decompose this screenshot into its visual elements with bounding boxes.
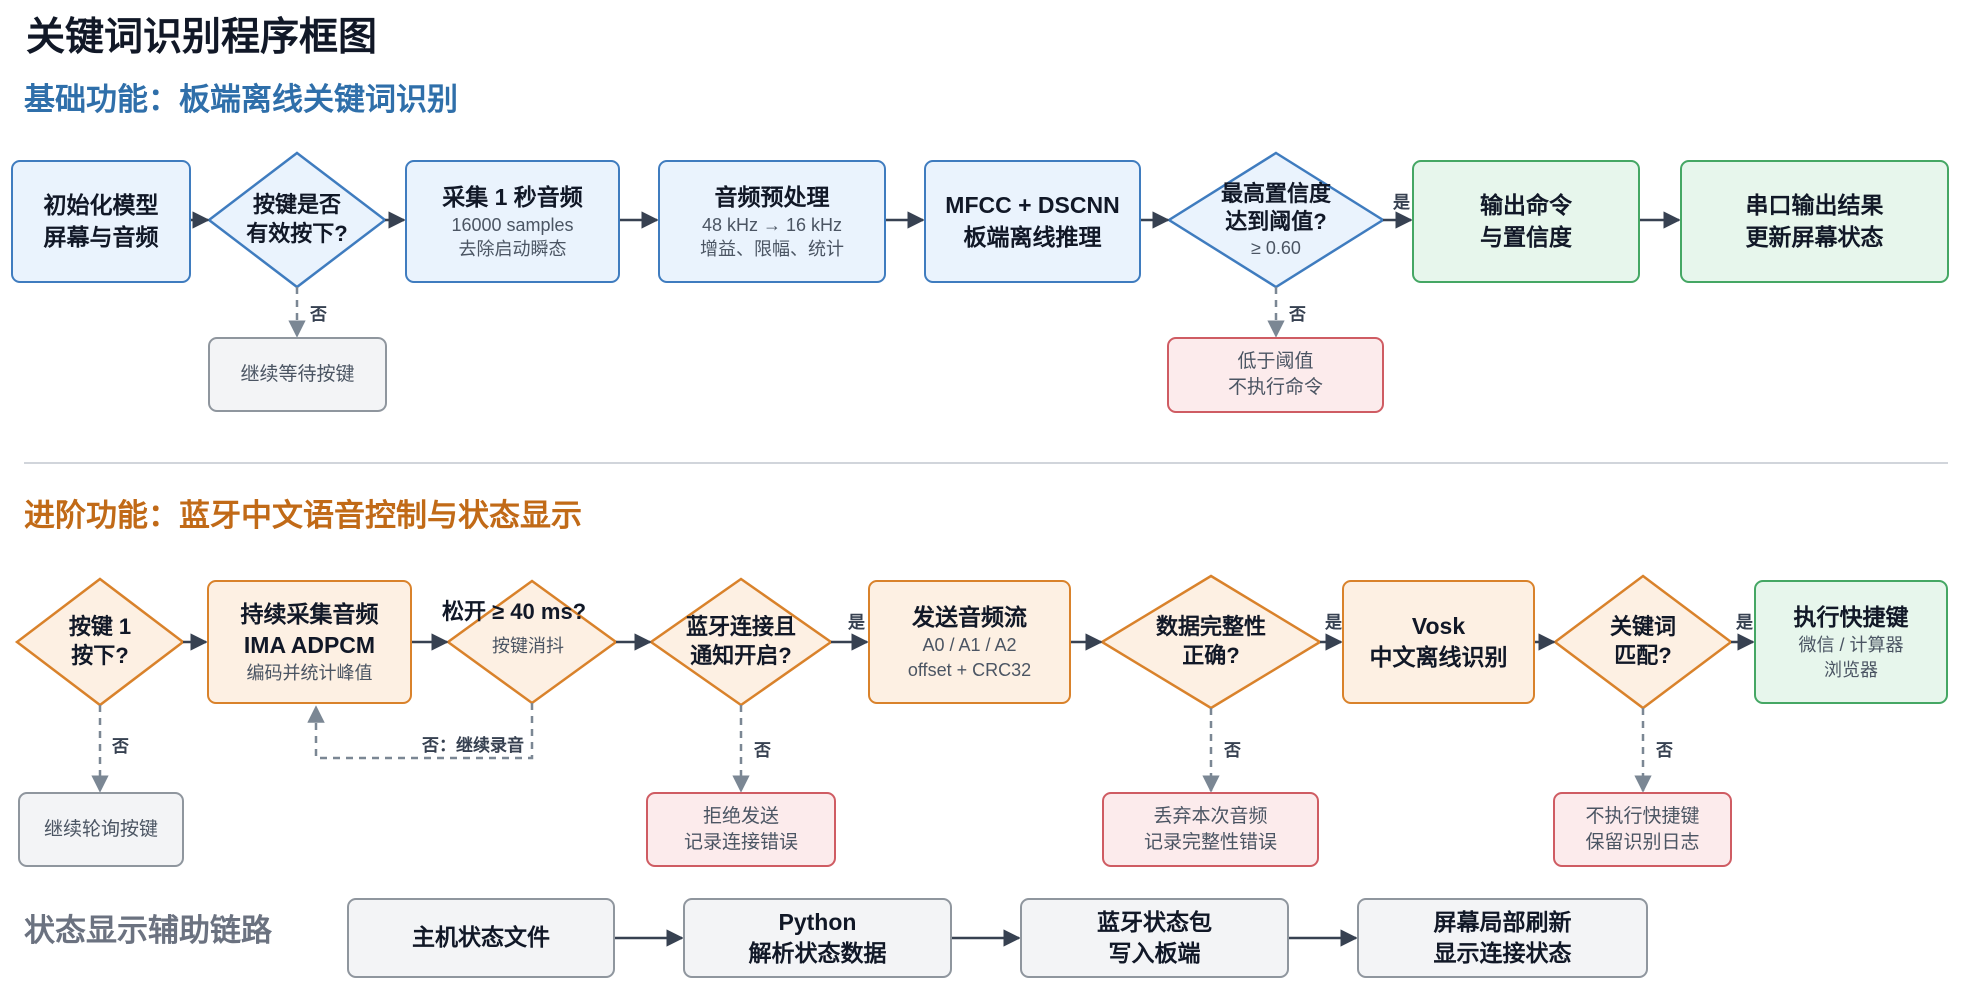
match-yes-label: 是 (1736, 613, 1753, 632)
serial-output-box: 串口输出结果 更新屏幕状态 (1680, 160, 1949, 283)
capture-audio-box: 持续采集音频 IMA ADPCM 编码并统计峰值 (207, 580, 412, 704)
inference-box: MFCC + DSCNN 板端离线推理 (924, 160, 1141, 283)
send-audio-box: 发送音频流 A0 / A1 / A2 offset + CRC32 (868, 580, 1071, 704)
section-basic-heading: 基础功能：板端离线关键词识别 (24, 82, 458, 117)
row2-no-arrows (91, 703, 1652, 793)
status-step-screen-refresh: 屏幕局部刷新 显示连接状态 (1357, 898, 1648, 978)
output-command-box: 输出命令 与置信度 (1412, 160, 1640, 283)
integrity-no-label: 否 (1224, 741, 1241, 760)
key-valid-no-label: 否 (310, 305, 327, 324)
conf-yes-label: 是 (1393, 193, 1410, 212)
poll-key-box: 继续轮询按键 (18, 792, 184, 867)
status-step-host-file: 主机状态文件 (347, 898, 615, 978)
release-no-label: 否：继续录音 (422, 736, 524, 755)
row1-no-arrows (288, 287, 1285, 338)
confidence-text: 最高置信度 达到阈值? ≥ 0.60 (1220, 180, 1331, 258)
shortcut-box: 执行快捷键 微信 / 计算器 浏览器 (1754, 580, 1948, 704)
page-title: 关键词识别程序框图 (26, 16, 378, 59)
init-box: 初始化模型 屏幕与音频 (11, 160, 191, 283)
match-text: 关键词 匹配? (1609, 614, 1676, 668)
preprocess-box: 音频预处理 48 kHz → 16 kHz 增益、限幅、统计 (658, 160, 886, 283)
section-status-heading: 状态显示辅助链路 (24, 913, 272, 948)
bt-yes-label: 是 (848, 613, 865, 632)
release-title: 松开 ≥ 40 ms? (442, 599, 587, 624)
integrity-yes-label: 是 (1325, 613, 1342, 632)
bt-no-label: 否 (754, 741, 771, 760)
release-sub: 按键消抖 (492, 636, 564, 656)
key1-no-label: 否 (112, 737, 129, 756)
match-no-label: 否 (1656, 741, 1673, 760)
conf-no-label: 否 (1289, 305, 1306, 324)
status-step-bt-packet: 蓝牙状态包 写入板端 (1020, 898, 1289, 978)
section-advanced-heading: 进阶功能：蓝牙中文语音控制与状态显示 (24, 498, 582, 533)
below-threshold-box: 低于阈值 不执行命令 (1167, 337, 1384, 413)
status-step-python: Python 解析状态数据 (683, 898, 952, 978)
vosk-box: Vosk 中文离线识别 (1342, 580, 1535, 704)
key-valid-text: 按键是否 有效按下? (246, 192, 348, 246)
integrity-text: 数据完整性 正确? (1155, 614, 1266, 668)
collect-audio-box: 采集 1 秒音频 16000 samples 去除启动瞬态 (405, 160, 620, 283)
bt-text: 蓝牙连接且 通知开启? (685, 614, 796, 668)
section-divider (24, 462, 1948, 464)
wait-key-box: 继续等待按键 (208, 337, 387, 412)
no-shortcut-box: 不执行快捷键 保留识别日志 (1553, 792, 1732, 867)
key1-text: 按键 1 按下? (68, 614, 132, 668)
reject-send-box: 拒绝发送 记录连接错误 (646, 792, 836, 867)
drop-audio-box: 丢弃本次音频 记录完整性错误 (1102, 792, 1319, 867)
